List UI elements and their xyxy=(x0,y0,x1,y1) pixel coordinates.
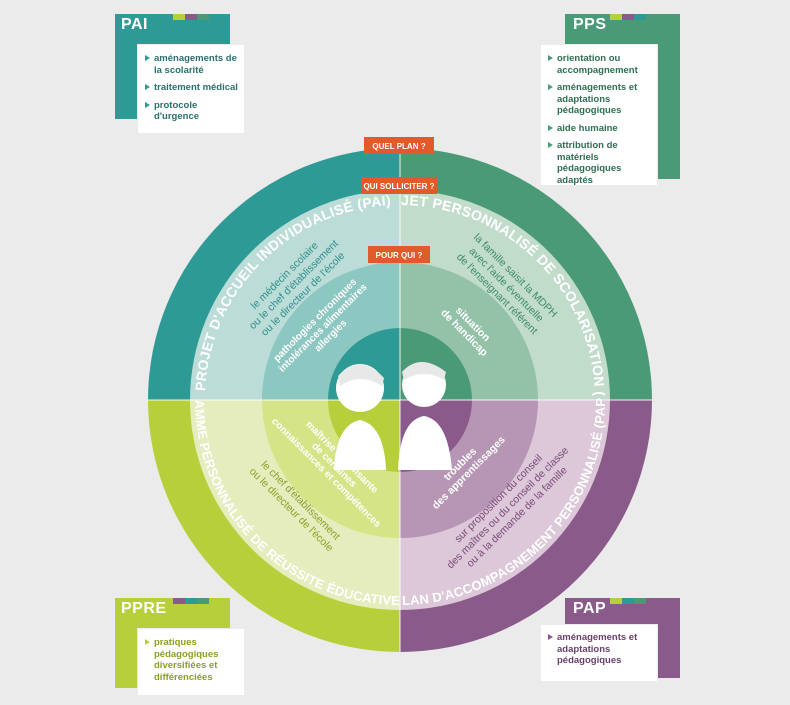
card-title-ppre: PPRE xyxy=(121,600,167,617)
svg-text:POUR QUI ?: POUR QUI ? xyxy=(376,251,423,260)
card-item: protocole d'urgence xyxy=(144,100,238,123)
svg-text:QUEL PLAN ?: QUEL PLAN ? xyxy=(372,142,425,151)
label-quel-plan: QUEL PLAN ? xyxy=(364,137,434,154)
card-item: aménagements et adaptations pédagogiques xyxy=(547,632,651,667)
card-ppre: PPRE pratiques pédagogiques diversifiées… xyxy=(115,598,245,698)
card-pps: PPS orientation ou accompagnement aménag… xyxy=(540,14,680,186)
card-title-pai: PAI xyxy=(121,16,148,33)
label-pour-qui: POUR QUI ? xyxy=(368,246,430,263)
label-qui-solliciter: QUI SOLLICITER ? xyxy=(361,177,437,194)
card-title-pps: PPS xyxy=(573,16,607,33)
card-item: aménagements et adaptations pédagogiques xyxy=(547,82,651,117)
card-title-pap: PAP xyxy=(573,600,607,617)
card-item: orientation ou accompagnement xyxy=(547,53,651,76)
card-pap: PAP aménagements et adaptations pédagogi… xyxy=(540,598,680,686)
card-item: aide humaine xyxy=(547,123,651,135)
card-item: aménagements de la scolarité xyxy=(144,53,238,76)
card-item: attribution de matériels pédagogiques ad… xyxy=(547,140,651,186)
card-item: traitement médical xyxy=(144,82,238,94)
card-pai: PAI aménagements de la scolarité traitem… xyxy=(115,14,245,134)
svg-text:QUI SOLLICITER ?: QUI SOLLICITER ? xyxy=(363,182,434,191)
card-item: pratiques pédagogiques diversifiées et d… xyxy=(144,637,238,683)
children-icon xyxy=(334,362,452,470)
